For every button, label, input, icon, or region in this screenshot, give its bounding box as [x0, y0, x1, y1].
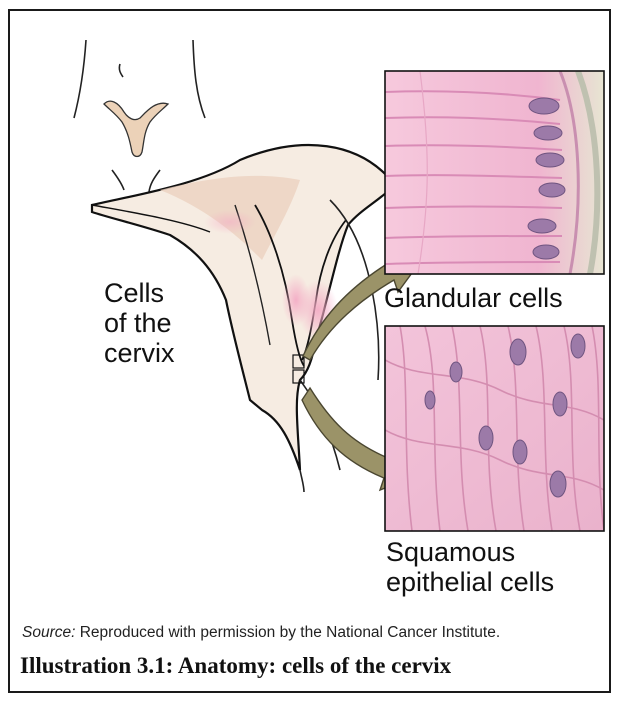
figure-caption: Illustration 3.1: Anatomy: cells of the …	[20, 653, 451, 679]
cells-label-line-2: of the	[104, 308, 175, 338]
cells-label-line-3: cervix	[104, 338, 175, 368]
squamous-label-line-2: epithelial cells	[386, 567, 554, 597]
squamous-cells-label: Squamous epithelial cells	[386, 537, 554, 597]
cells-label-line-1: Cells	[104, 278, 175, 308]
small-uterus-icon	[104, 101, 168, 156]
squamous-label-line-1: Squamous	[386, 537, 554, 567]
torso-outline	[74, 40, 205, 192]
cells-of-cervix-label: Cells of the cervix	[104, 278, 175, 368]
glandular-cells-panel	[385, 71, 604, 274]
source-credit: Source: Reproduced with permission by th…	[22, 624, 500, 642]
source-prefix: Source:	[22, 624, 75, 641]
squamous-cells-panel	[385, 326, 604, 531]
source-text: Reproduced with permission by the Nation…	[75, 624, 500, 641]
glandular-cells-label: Glandular cells	[384, 283, 563, 313]
